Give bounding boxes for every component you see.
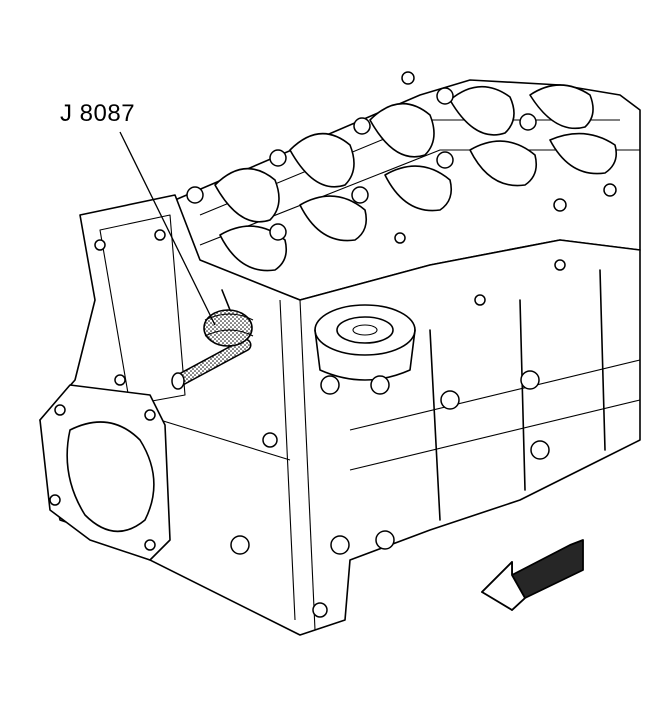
cylinder-head [174,71,641,301]
callout-leader-line [119,131,216,326]
head-bolts [186,71,617,244]
front-direction-arrow-icon [481,539,584,611]
engine-block [39,194,641,636]
tool-callout-label: J 8087 [60,100,136,127]
oil-filter-adapter [314,304,416,395]
j8087-tool [171,289,254,390]
